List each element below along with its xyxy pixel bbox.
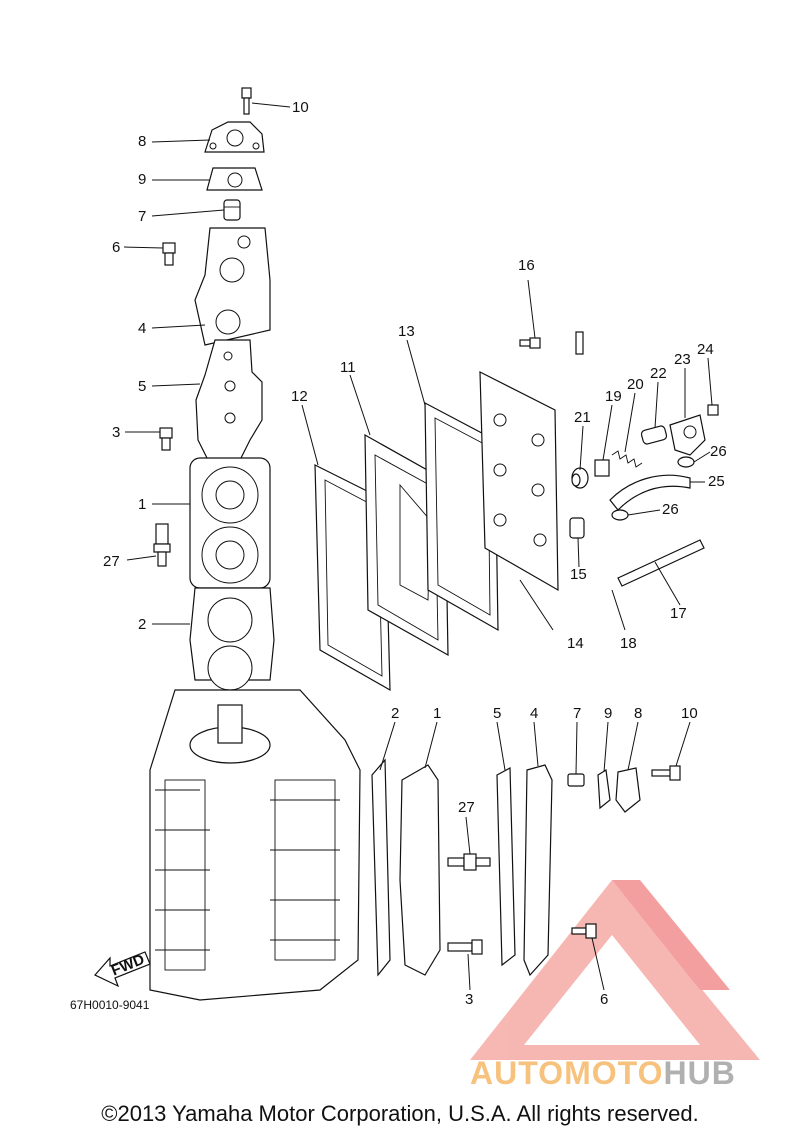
fwd-arrow-icon — [94, 951, 151, 988]
hose-25 — [609, 474, 691, 511]
callout-b-6: 6 — [600, 991, 608, 1008]
callout-b-2: 2 — [391, 705, 399, 722]
side-sensor-6 — [571, 923, 597, 939]
cover-8 — [204, 121, 265, 153]
spring-20 — [611, 450, 643, 468]
gasket-5 — [195, 339, 263, 461]
cap-21 — [571, 467, 589, 489]
fwd-label: FWD — [109, 951, 147, 980]
watermark-brand-b: HUB — [663, 1055, 736, 1091]
callout-20: 20 — [627, 376, 644, 393]
callout-17: 17 — [670, 605, 687, 622]
watermark-text: AUTOMOTOHUB — [470, 1055, 736, 1092]
thermostat-7 — [223, 199, 241, 221]
callout-b-8: 8 — [634, 705, 642, 722]
callout-13: 13 — [398, 323, 415, 340]
callout-7: 7 — [138, 208, 146, 225]
callout-9: 9 — [138, 171, 146, 188]
callouts-bottom: 2 1 5 4 7 9 8 10 27 3 6 — [391, 705, 698, 1008]
callout-b-27: 27 — [458, 799, 475, 816]
side-thermostat-7 — [567, 773, 585, 787]
callout-12: 12 — [291, 388, 308, 405]
gasket-13 — [424, 401, 499, 632]
part-code: 67H0010-9041 — [70, 998, 150, 1012]
housing-23 — [669, 414, 706, 456]
copyright-notice: ©2013 Yamaha Motor Corporation, U.S.A. A… — [101, 1101, 699, 1126]
callouts-right: 16 13 11 12 21 19 20 22 23 24 26 25 26 1… — [291, 257, 727, 652]
callouts-left: 10 8 9 7 6 4 5 3 1 27 2 — [103, 99, 309, 633]
callout-21: 21 — [574, 409, 591, 426]
spark-plug-27 — [153, 523, 171, 567]
callout-b-4: 4 — [530, 705, 538, 722]
side-bolt-10 — [651, 765, 681, 781]
exhaust-cover-14 — [479, 371, 559, 592]
fitting-19 — [594, 459, 610, 477]
side-spark-plug-27 — [447, 853, 491, 871]
callout-18: 18 — [620, 635, 637, 652]
callout-5: 5 — [138, 378, 146, 395]
callout-2: 2 — [138, 616, 146, 633]
side-cover-4 — [523, 764, 553, 977]
clamp-26-top — [677, 456, 695, 468]
callout-b-1: 1 — [433, 705, 441, 722]
callout-4: 4 — [138, 320, 146, 337]
left-stack: FWD — [94, 87, 361, 1001]
callout-10: 10 — [292, 99, 309, 116]
callout-14: 14 — [567, 635, 584, 652]
callout-26-top: 26 — [710, 443, 727, 460]
callout-1: 1 — [138, 496, 146, 513]
sensor-6 — [162, 242, 176, 266]
callout-b-9: 9 — [604, 705, 612, 722]
anode-15 — [569, 517, 585, 539]
gasket-9 — [206, 167, 263, 191]
callout-b-10: 10 — [681, 705, 698, 722]
gasket-22 — [640, 425, 668, 445]
side-bolt-3 — [447, 939, 483, 955]
callout-8: 8 — [138, 133, 146, 150]
head-gasket-2 — [189, 587, 275, 691]
bolt-24 — [707, 404, 719, 416]
callout-22: 22 — [650, 365, 667, 382]
callout-6: 6 — [112, 239, 120, 256]
power-head-block — [149, 689, 361, 1001]
callout-b-5: 5 — [493, 705, 501, 722]
side-head-1 — [399, 764, 441, 976]
side-gasket-2 — [371, 758, 391, 977]
callout-24: 24 — [697, 341, 714, 358]
head-cover-4 — [194, 227, 271, 346]
clamp-26-bottom — [611, 509, 629, 521]
sensor-3 — [159, 427, 173, 451]
pipe-17 — [617, 539, 705, 587]
cylinder-head-1 — [189, 457, 271, 589]
callout-b-3: 3 — [465, 991, 473, 1008]
callout-15: 15 — [570, 566, 587, 583]
callout-25: 25 — [708, 473, 725, 490]
side-gasket-5 — [496, 767, 516, 967]
bolt-10 — [241, 87, 252, 115]
callout-b-7: 7 — [573, 705, 581, 722]
bolt-16 — [519, 337, 541, 349]
right-assembly — [314, 331, 719, 692]
callout-26-bottom: 26 — [662, 501, 679, 518]
callout-11: 11 — [340, 359, 356, 376]
callout-16: 16 — [518, 257, 535, 274]
pipe-top — [575, 331, 584, 355]
watermark-brand-a: AUTOMOTO — [470, 1055, 664, 1091]
callout-3: 3 — [112, 424, 120, 441]
callout-27: 27 — [103, 553, 120, 570]
watermark-logo — [470, 880, 760, 1060]
side-gasket-9 — [597, 768, 611, 810]
side-cover-8 — [615, 767, 641, 813]
leader-lines — [123, 102, 713, 991]
callout-23: 23 — [674, 351, 691, 368]
callout-19: 19 — [605, 388, 622, 405]
side-view-parts — [371, 758, 681, 977]
